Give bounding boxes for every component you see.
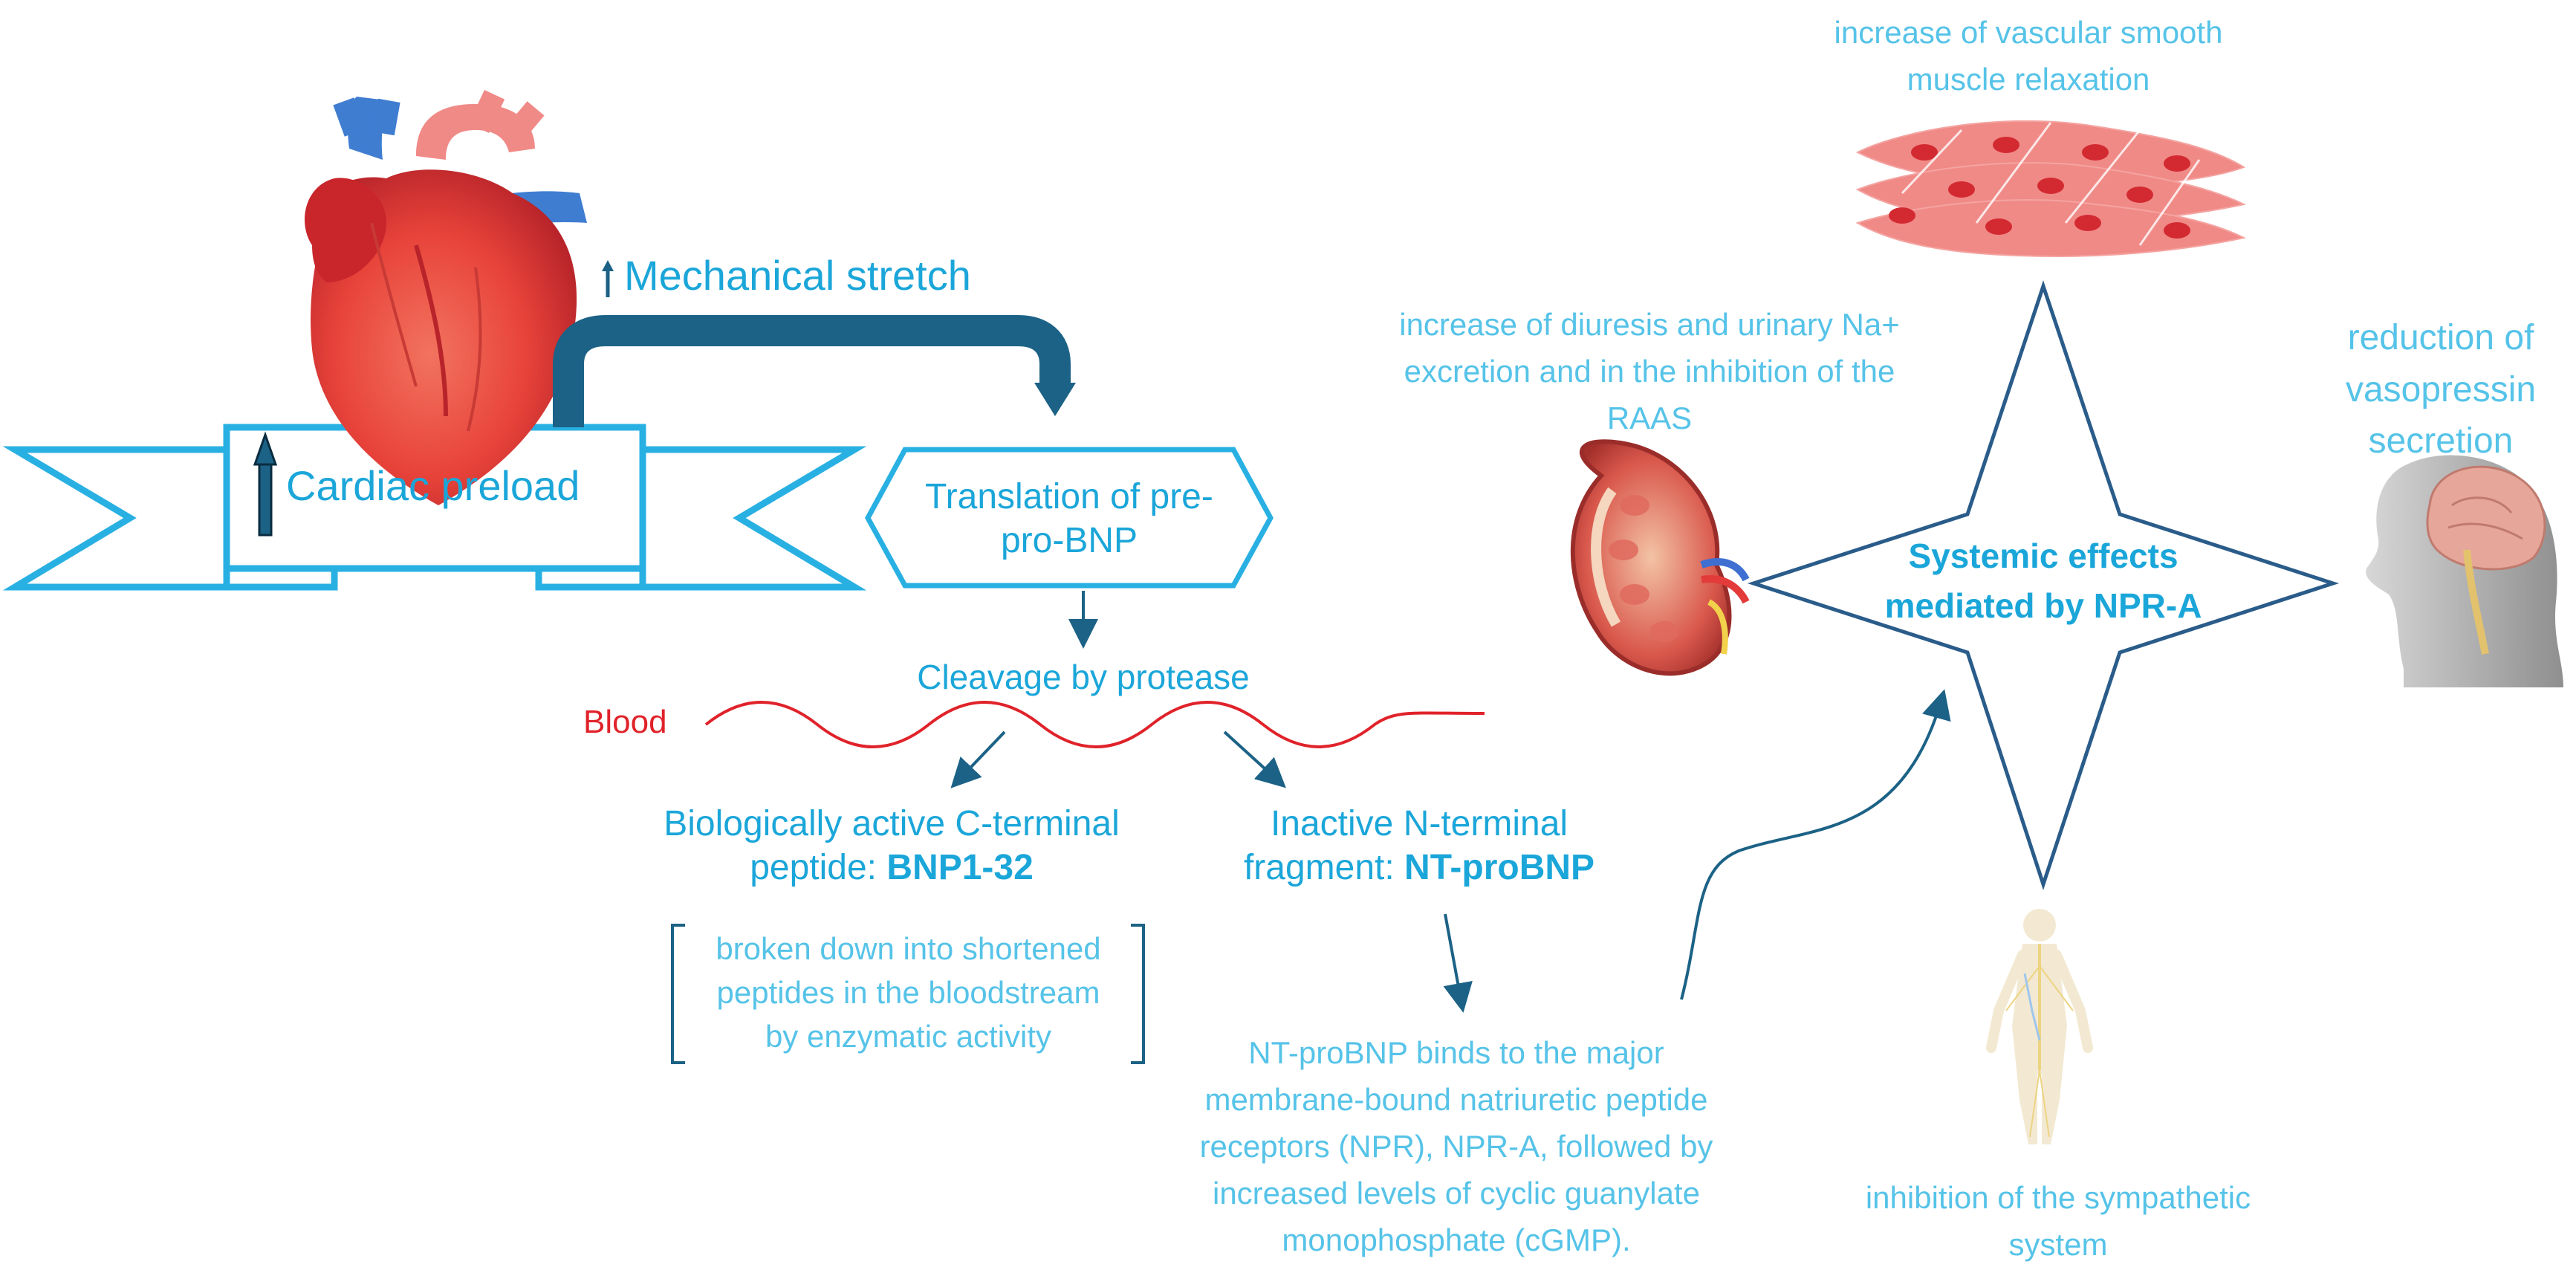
brackets	[671, 924, 1145, 1064]
cleavage-label: Cleavage by protease	[917, 658, 1250, 696]
blood-wave	[704, 701, 1485, 748]
ntprobnp-label: Inactive N-terminal fragment: NT-proBNP	[1189, 803, 1649, 890]
human-nervous-system-illustration	[1986, 909, 2093, 1144]
up-arrow-icon	[602, 260, 614, 297]
ntprobnp-binding-label: NT-proBNP binds to the major membrane-bo…	[1144, 1029, 1768, 1263]
vasopressin-line-3: secretion	[2368, 421, 2514, 461]
bnp132-line-2: peptide: BNP1-32	[602, 846, 1181, 890]
bnp132-name: BNP1-32	[886, 847, 1034, 887]
binds-line-2: membrane-bound natriuretic peptide	[1204, 1082, 1708, 1117]
heart-illustration	[305, 90, 587, 506]
vasopressin-line-2: vasopressin	[2345, 369, 2537, 409]
translation-hexagon	[865, 447, 1274, 589]
systemic-line-2: mediated by NPR-A	[1884, 586, 2202, 625]
sympathetic-line-1: inhibition of the sympathetic	[1865, 1180, 2251, 1215]
arrow-to-ntprobnp	[1223, 730, 1286, 788]
systemic-effects-star	[1747, 280, 2340, 891]
translation-line-1: Translation of pre-	[925, 477, 1213, 516]
binds-line-4: increased levels of cyclic guanylate	[1212, 1176, 1700, 1211]
ntprobnp-prefix: fragment:	[1243, 847, 1405, 887]
up-arrow-icon	[253, 431, 278, 537]
arrow-to-systemic-effects	[1680, 689, 1951, 1000]
diuresis-label: increase of diuresis and urinary Na+ exc…	[1323, 301, 1976, 441]
systemic-effects-label: Systemic effects mediated by NPR-A	[1828, 531, 2259, 630]
translation-line-2: pro-BNP	[1000, 520, 1138, 560]
smooth-muscle-cells-illustration	[1855, 120, 2246, 258]
broken-line-1: broken down into shortened	[716, 931, 1101, 966]
ntprobnp-line-2: fragment: NT-proBNP	[1189, 846, 1649, 890]
broken-line-3: by enzymatic activity	[765, 1018, 1052, 1054]
vasopressin-line-1: reduction of	[2347, 318, 2534, 357]
systemic-line-1: Systemic effects	[1908, 537, 2178, 575]
bnp132-line-1: Biologically active C-terminal	[664, 804, 1120, 843]
diuresis-line-3: RAAS	[1606, 401, 1693, 435]
kidney-illustration	[1570, 439, 1750, 676]
mechanical-stretch-arrow	[553, 315, 1076, 427]
arrow-to-binding	[1443, 913, 1473, 1013]
arrow-to-bnp132	[950, 730, 1006, 788]
diuresis-line-2: excretion and in the inhibition of the	[1404, 354, 1895, 389]
translation-label: Translation of pre- pro-BNP	[868, 476, 1271, 563]
vascular-line-2: muscle relaxation	[1907, 62, 2150, 97]
diuresis-line-1: increase of diuresis and urinary Na+	[1399, 307, 1900, 342]
cardiac-preload-label: Cardiac preload	[286, 462, 580, 509]
blood-label: Blood	[583, 704, 667, 740]
bnp132-label: Biologically active C-terminal peptide: …	[602, 803, 1181, 890]
sympathetic-line-2: system	[2008, 1227, 2108, 1262]
sympathetic-label: inhibition of the sympathetic system	[1798, 1174, 2318, 1268]
bnp132-prefix: peptide:	[750, 847, 887, 887]
broken-down-label: broken down into shortened peptides in t…	[676, 927, 1141, 1058]
binds-line-1: NT-proBNP binds to the major	[1248, 1035, 1664, 1070]
binds-line-3: receptors (NPR), NPR-A, followed by	[1199, 1129, 1713, 1164]
binds-line-5: monophosphate (cGMP).	[1282, 1222, 1631, 1257]
vascular-line-1: increase of vascular smooth	[1834, 15, 2223, 50]
ntprobnp-name: NT-proBNP	[1404, 847, 1595, 887]
broken-line-2: peptides in the bloodstream	[716, 974, 1100, 1010]
vasopressin-label: reduction of vasopressin secretion	[2307, 312, 2575, 467]
mechanical-stretch-label: Mechanical stretch	[624, 252, 971, 299]
vascular-relaxation-label: increase of vascular smooth muscle relax…	[1746, 9, 2311, 103]
head-brain-illustration	[2366, 455, 2563, 687]
ntprobnp-line-1: Inactive N-terminal	[1270, 804, 1568, 843]
